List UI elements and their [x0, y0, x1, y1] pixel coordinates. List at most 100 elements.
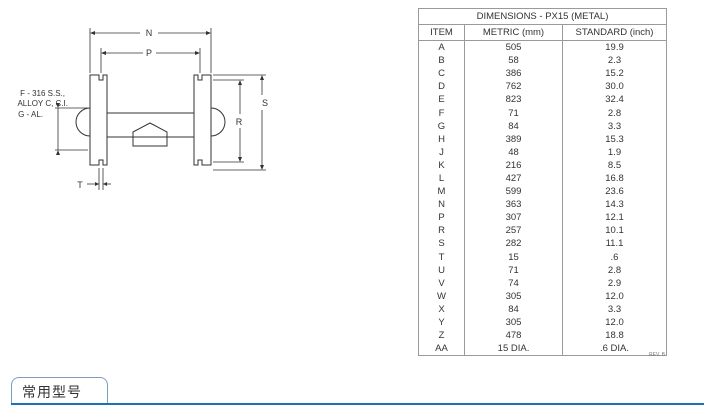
cell-item: V [418, 276, 465, 290]
cell-item: T [418, 250, 465, 264]
cell-item: F [418, 106, 465, 120]
right-cap [210, 107, 226, 137]
cell-metric: 363 [464, 198, 563, 212]
dimensions-table: DIMENSIONS - PX15 (METAL) ITEM METRIC (m… [418, 8, 667, 357]
cell-standard: 18.8 [562, 329, 667, 343]
cell-standard: 3.3 [562, 119, 667, 133]
cell-standard: 19.9 [562, 40, 667, 55]
cell-metric: 389 [464, 132, 563, 146]
dim-label-S: S [262, 98, 268, 108]
pump-technical-drawing: N P S R T F - 316 S.S., ALLOY C, C.I. G … [17, 28, 268, 190]
cell-metric: 74 [464, 276, 563, 290]
section-title: 常用型号 [22, 384, 82, 400]
cell-item: W [418, 289, 465, 303]
cell-standard: 2.3 [562, 54, 667, 68]
cell-item: K [418, 158, 465, 172]
cell-item: S [418, 237, 465, 251]
cell-item: Y [418, 315, 465, 330]
cell-standard: 15.2 [562, 67, 667, 81]
left-flange [89, 74, 108, 166]
cell-metric: 48 [464, 145, 563, 159]
cell-item: C [418, 67, 465, 81]
cell-item: H [418, 132, 465, 146]
cell-item: N [418, 198, 465, 212]
dim-label-N: N [146, 28, 153, 38]
cell-metric: 305 [464, 289, 563, 303]
cell-metric: 58 [464, 54, 563, 68]
cell-standard: 2.9 [562, 276, 667, 290]
dim-label-T: T [77, 180, 83, 190]
cell-item: U [418, 263, 465, 277]
cell-standard: 8.5 [562, 158, 667, 172]
cell-metric: 15 [464, 250, 563, 264]
cell-item: R [418, 224, 465, 238]
cell-standard: 2.8 [562, 263, 667, 277]
cell-standard: 23.6 [562, 185, 667, 199]
cell-metric: 305 [464, 315, 563, 330]
cell-standard: .6 [562, 250, 667, 264]
cell-item: D [418, 80, 465, 94]
cell-item: A [418, 40, 465, 55]
cell-standard: 12.1 [562, 211, 667, 225]
table-title: DIMENSIONS - PX15 (METAL) [418, 8, 667, 25]
cell-item: M [418, 185, 465, 199]
cell-item: J [418, 145, 465, 159]
cell-item: G [418, 119, 465, 133]
cell-metric: 84 [464, 119, 563, 133]
cell-metric: 216 [464, 158, 563, 172]
dim-label-P: P [146, 48, 152, 58]
cell-metric: 427 [464, 171, 563, 186]
cell-standard: 32.4 [562, 93, 667, 107]
cell-standard: 1.9 [562, 145, 667, 159]
right-flange [193, 74, 212, 166]
column-header-item: ITEM [418, 24, 465, 41]
cell-metric: 71 [464, 106, 563, 120]
cell-item: AA [418, 342, 465, 357]
section-header: 常用型号 [0, 370, 704, 411]
cell-standard: 14.3 [562, 198, 667, 212]
material-callout-line-1: F - 316 S.S., [20, 89, 65, 98]
left-cap [75, 107, 91, 137]
cell-metric: 762 [464, 80, 563, 94]
cell-item: L [418, 171, 465, 186]
cell-metric: 599 [464, 185, 563, 199]
cell-standard: 30.0 [562, 80, 667, 94]
cell-metric: 386 [464, 67, 563, 81]
cell-metric: 282 [464, 237, 563, 251]
cell-item: Z [418, 329, 465, 343]
cell-metric: 823 [464, 93, 563, 107]
cell-standard: 12.0 [562, 315, 667, 330]
cell-item: X [418, 302, 465, 316]
cell-metric: 71 [464, 263, 563, 277]
column-header-metric: METRIC (mm) [464, 24, 563, 41]
cell-metric: 307 [464, 211, 563, 225]
cell-metric: 15 DIA. [464, 342, 563, 357]
material-callout-line-3: G - AL. [18, 110, 43, 119]
center-feature [132, 122, 168, 147]
dim-label-R: R [236, 117, 243, 127]
section-tab [11, 377, 108, 404]
cell-metric: 257 [464, 224, 563, 238]
material-callout-line-2: ALLOY C, C.I. [17, 99, 68, 108]
